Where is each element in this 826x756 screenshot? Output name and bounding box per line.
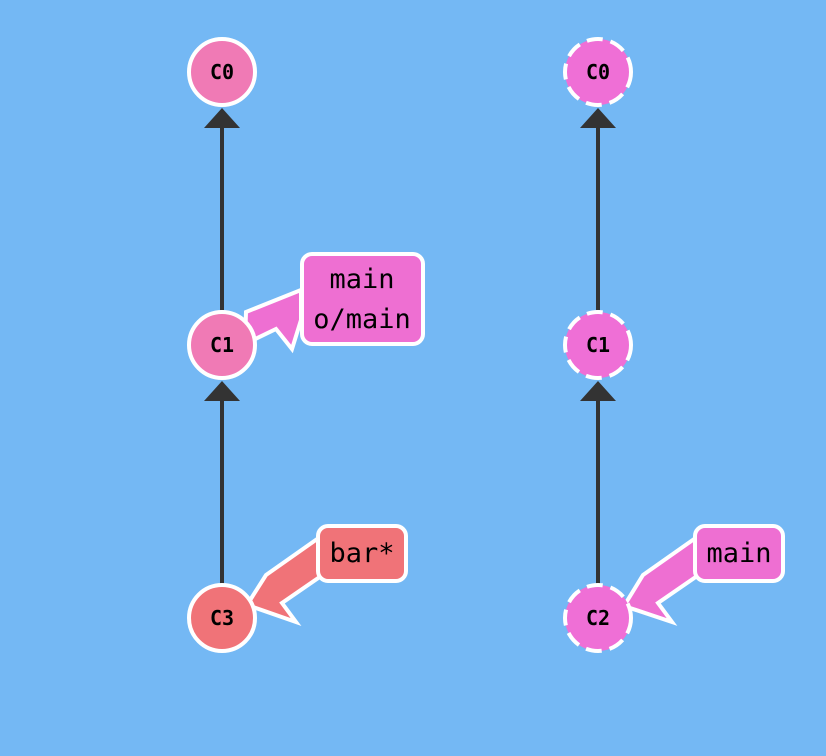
edge-c1-to-c0: [204, 108, 240, 310]
edge-c3-to-c1: [204, 381, 240, 585]
commit-label: C3: [210, 606, 234, 630]
edge-c2-to-c1-remote: [580, 381, 616, 585]
branch-label-bar: bar*: [329, 538, 394, 569]
commit-label: C0: [586, 60, 610, 84]
commit-label: C1: [586, 333, 610, 357]
remote-repository-tree: main C0 C1 C2: [563, 37, 785, 653]
commit-node-remote-c2[interactable]: C2: [563, 583, 633, 653]
commit-label: C0: [210, 60, 234, 84]
commit-node-c0[interactable]: C0: [187, 37, 257, 107]
branch-arrow-bar: bar*: [243, 524, 408, 627]
commit-node-c3[interactable]: C3: [187, 583, 257, 653]
branch-arrow-remote-main: main: [620, 524, 785, 626]
commit-label: C1: [210, 333, 234, 357]
commit-node-c1[interactable]: C1: [187, 310, 257, 380]
local-repository-tree: main o/main bar* C0 C1 C3: [187, 37, 425, 653]
commit-node-remote-c1[interactable]: C1: [563, 310, 633, 380]
branch-label-o-main: o/main: [313, 304, 411, 335]
commit-node-remote-c0[interactable]: C0: [563, 37, 633, 107]
branch-arrow-main: main o/main: [242, 252, 425, 354]
commit-label: C2: [586, 606, 610, 630]
branch-label-main: main: [329, 264, 394, 295]
edge-c1-to-c0-remote: [580, 108, 616, 310]
branch-label-remote-main: main: [706, 538, 771, 569]
